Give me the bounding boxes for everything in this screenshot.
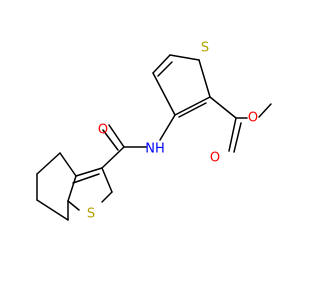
bond bbox=[157, 61, 173, 77]
atom-labels: S O O O NH S bbox=[87, 41, 258, 222]
bond bbox=[101, 167, 113, 193]
sulfur-atom-label: S bbox=[201, 41, 209, 56]
bond bbox=[67, 200, 80, 211]
bond bbox=[198, 59, 211, 98]
bond bbox=[108, 124, 125, 148]
oxygen-atom-label: O bbox=[248, 111, 258, 126]
bond bbox=[209, 96, 237, 119]
bond bbox=[72, 173, 100, 184]
bond bbox=[152, 54, 171, 74]
nitrogen-atom-label: NH bbox=[145, 142, 165, 157]
molecule-drawing: S O O O NH S bbox=[36, 41, 272, 222]
oxygen-atom-label: O bbox=[98, 123, 108, 138]
molecule-canvas: S O O O NH S bbox=[36, 41, 272, 222]
bond bbox=[228, 117, 237, 152]
bonds bbox=[36, 54, 272, 221]
bond bbox=[178, 102, 207, 118]
oxygen-atom-label: O bbox=[210, 151, 220, 166]
bond bbox=[67, 175, 77, 202]
sulfur-atom-label: S bbox=[87, 207, 95, 222]
bond bbox=[36, 152, 61, 175]
bond bbox=[36, 199, 69, 221]
bond bbox=[258, 103, 272, 118]
bond bbox=[59, 152, 77, 177]
bond bbox=[152, 72, 176, 116]
bond bbox=[174, 96, 211, 116]
bond bbox=[233, 122, 242, 153]
bond bbox=[101, 146, 125, 169]
bond bbox=[102, 129, 119, 151]
bond bbox=[159, 114, 176, 141]
bond bbox=[169, 54, 200, 61]
bond bbox=[75, 167, 103, 177]
bond bbox=[101, 191, 113, 203]
